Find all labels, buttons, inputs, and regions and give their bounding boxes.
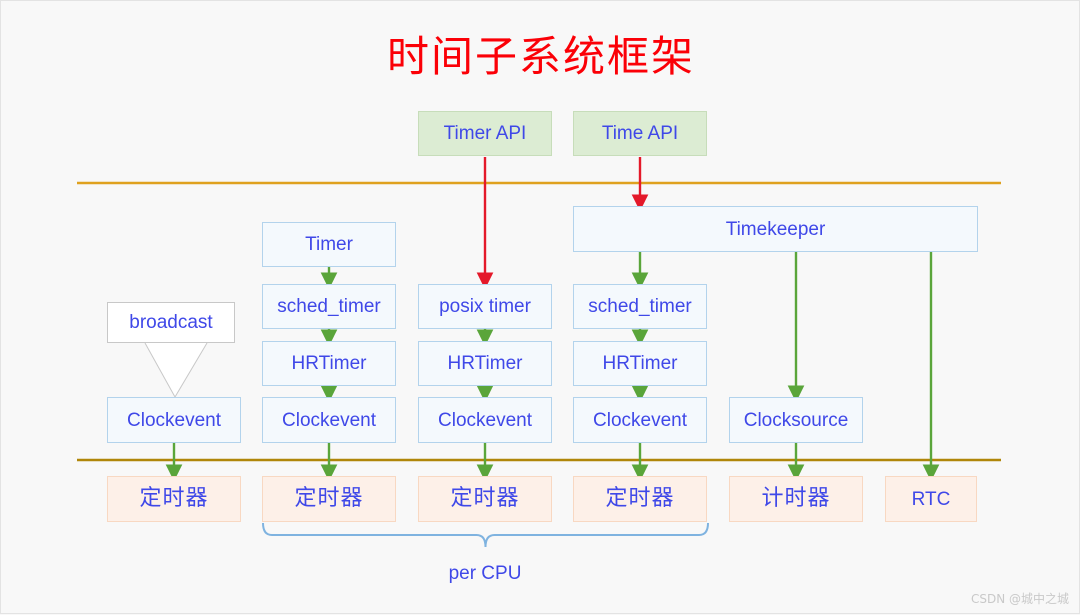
box-label: sched_timer	[277, 296, 381, 317]
box-label: 定时器	[605, 486, 675, 511]
box-label: 定时器	[139, 486, 209, 511]
timer-column-sched-timer-box[interactable]: sched_timer	[262, 284, 396, 329]
per-cpu-bracket-path	[262, 522, 709, 548]
per-cpu-bracket-group	[262, 522, 709, 548]
clocksource-column-clocksource-box[interactable]: Clocksource	[729, 397, 863, 443]
timer-column-timer-box[interactable]: Timer	[262, 222, 396, 267]
watermark: CSDN @城中之城	[970, 592, 1069, 606]
timekeeper-sched-column-sched-timer-box[interactable]: sched_timer	[573, 284, 707, 329]
timer-column-clockevent-box[interactable]: Clockevent	[262, 397, 396, 443]
box-label: Timekeeper	[725, 218, 826, 240]
box-label: HRTimer	[291, 353, 367, 374]
broadcast-callout-label: broadcast	[129, 311, 213, 333]
broadcast-callout-tail	[144, 342, 208, 399]
box-label: HRTimer	[602, 353, 678, 374]
box-label: 定时器	[294, 486, 364, 511]
box-label: Timer API	[443, 123, 527, 144]
box-label: sched_timer	[588, 296, 692, 317]
box-label: Clockevent	[438, 409, 532, 431]
timer-column-hrtimer-box[interactable]: HRTimer	[262, 341, 396, 386]
hw-timer-box-3[interactable]: 定时器	[418, 476, 552, 522]
timekeeper-sched-column-clockevent-box[interactable]: Clockevent	[573, 397, 707, 443]
callout-tail-shape	[144, 342, 208, 399]
hw-timer-box-1[interactable]: 定时器	[107, 476, 241, 522]
box-label: Clockevent	[282, 409, 376, 431]
hw-rtc-box[interactable]: RTC	[885, 476, 977, 522]
box-label: RTC	[911, 488, 951, 510]
posix-timer-column-posix-timer-box[interactable]: posix timer	[418, 284, 552, 329]
box-label: Clockevent	[593, 409, 687, 431]
box-label: Clocksource	[743, 409, 849, 431]
hw-timer-box-2[interactable]: 定时器	[262, 476, 396, 522]
hw-timer-box-4[interactable]: 定时器	[573, 476, 707, 522]
box-label: Clockevent	[127, 409, 221, 431]
box-label: posix timer	[439, 296, 531, 317]
timekeeper-sched-column-hrtimer-box[interactable]: HRTimer	[573, 341, 707, 386]
timer-api-box[interactable]: Timer API	[418, 111, 552, 156]
hw-counter-box[interactable]: 计时器	[729, 476, 863, 522]
broadcast-column-clockevent-box[interactable]: Clockevent	[107, 397, 241, 443]
box-label: Timer	[305, 234, 353, 255]
box-label: Time API	[601, 123, 679, 144]
box-label: 定时器	[450, 486, 520, 511]
box-label: 计时器	[761, 486, 831, 511]
posix-timer-column-clockevent-box[interactable]: Clockevent	[418, 397, 552, 443]
box-label: HRTimer	[447, 353, 523, 374]
timekeeper-box[interactable]: Timekeeper	[573, 206, 978, 252]
per-cpu-label: per CPU	[448, 563, 522, 584]
broadcast-callout[interactable]: broadcast	[107, 302, 235, 343]
time-api-box[interactable]: Time API	[573, 111, 707, 156]
page-title: 时间子系统框架	[386, 32, 695, 81]
posix-timer-column-hrtimer-box[interactable]: HRTimer	[418, 341, 552, 386]
